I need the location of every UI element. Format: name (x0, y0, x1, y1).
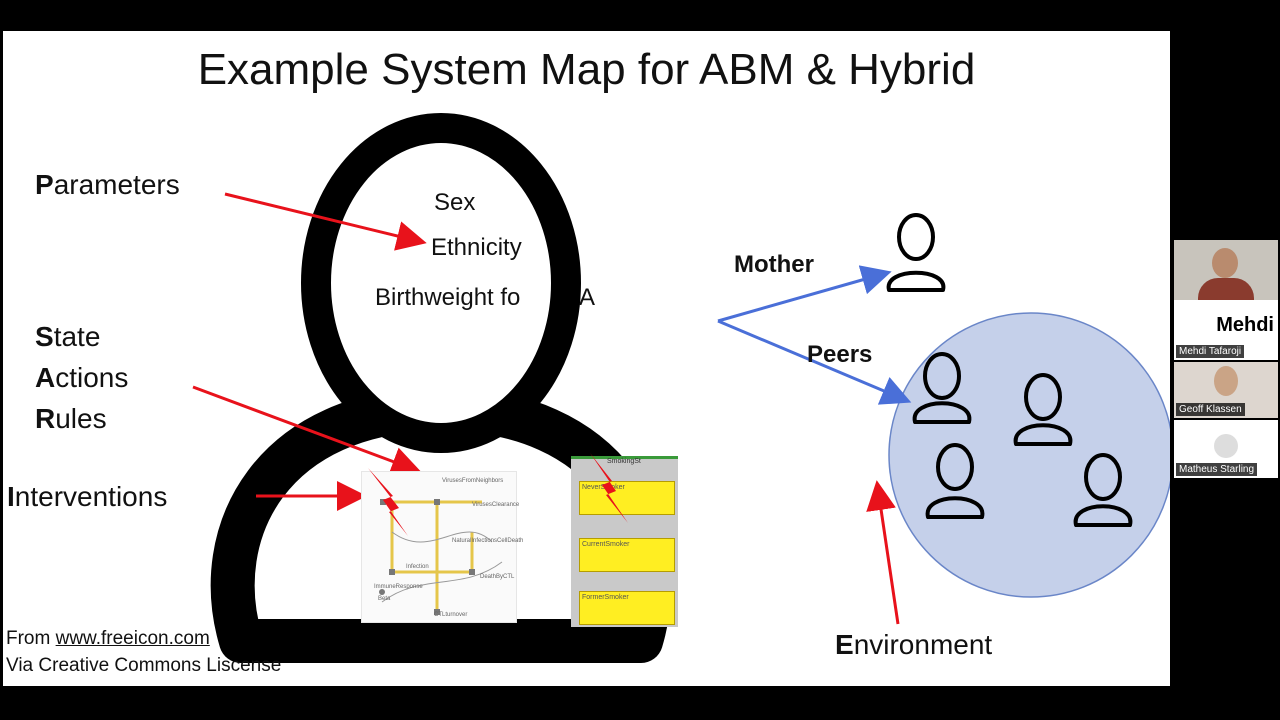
peers-link-arrow (717, 319, 912, 405)
diagram-label: Beta (378, 596, 391, 602)
label-state: State (35, 321, 101, 352)
participant-name: Geoff Klassen (1176, 403, 1245, 416)
participant-display-label: Mehdi (1216, 314, 1274, 336)
participant-face-icon (1212, 248, 1238, 278)
label-peers: Peers (807, 341, 873, 368)
slide-title: Example System Map for ABM & Hybrid (197, 45, 976, 94)
participant-name: Matheus Starling (1176, 463, 1258, 476)
state-current-smoker: CurrentSmoker (579, 538, 675, 572)
diagram-label: VirusesClearance (472, 502, 520, 508)
parameters-arrow (224, 192, 427, 251)
model-diagram-image: VirusesFromNeighbors VirusesClearance In… (361, 471, 523, 623)
parameter-birthweight: Birthweight fo (375, 284, 521, 311)
label-actions: Actions (35, 362, 129, 393)
participant-face-icon (1214, 366, 1238, 396)
peer-person-icon (925, 443, 985, 519)
model-diagram-graphic (379, 499, 503, 615)
environment-circle (888, 312, 1170, 598)
label-rules: Rules (35, 403, 107, 434)
diagram-label: CTLturnover (434, 612, 468, 618)
parameter-sex: Sex (434, 189, 476, 216)
peer-person-icon (1013, 373, 1073, 446)
presentation-slide: Example System Map for ABM & Hybrid Para… (3, 31, 1170, 686)
participant-shirt-icon (1198, 278, 1254, 300)
parameter-birthweight-tail: A (579, 284, 596, 311)
lightning-bolt-icon (368, 468, 408, 536)
state-never-smoker: NeverSmoker (579, 481, 675, 515)
participant-tile-geoff[interactable]: Geoff Klassen (1174, 362, 1278, 418)
diagram-label: Infection (406, 564, 429, 570)
peer-person-icon (1073, 453, 1133, 527)
freeicon-link[interactable]: www.freeicon.com (55, 628, 210, 649)
parameter-ethnicity: Ethnicity (431, 234, 522, 261)
diagram-label: ImmuneResponse (374, 584, 423, 590)
participant-avatar-icon (1214, 434, 1238, 458)
participant-video-feed (1174, 240, 1278, 300)
state-chart-image: SmokingSt NeverSmoker CurrentSmoker Form… (571, 456, 678, 627)
diagram-label: NaturalInfectionsCellDeath (452, 538, 524, 544)
person-head-icon (301, 113, 581, 453)
participant-name: Mehdi Tafaroji (1176, 345, 1245, 358)
credit-source: From www.freeicon.com (6, 628, 210, 649)
diagram-label: VirusesFromNeighbors (442, 478, 504, 484)
peer-person-icon (912, 352, 972, 424)
label-parameters: Parameters (35, 169, 180, 200)
participant-tile-matheus[interactable]: Matheus Starling (1174, 420, 1278, 478)
lightning-bolt-icon (590, 453, 628, 523)
participant-video-strip: Mehdi Mehdi Tafaroji Geoff Klassen Mathe… (1172, 240, 1280, 480)
mother-link-arrow (717, 265, 892, 323)
mother-person-icon (886, 213, 946, 292)
participant-tile-mehdi[interactable]: Mehdi Mehdi Tafaroji (1174, 240, 1278, 360)
label-mother: Mother (734, 251, 814, 278)
label-interventions: Interventions (7, 481, 168, 512)
environment-arrow (866, 480, 900, 625)
credit-license: Via Creative Commons Liscense (6, 655, 282, 676)
state-actions-rules-arrow (192, 385, 422, 476)
label-environment: Environment (835, 629, 993, 660)
diagram-label: DeathByCTL (480, 574, 515, 580)
state-chart-header: SmokingSt (607, 458, 641, 465)
state-former-smoker: FormerSmoker (579, 591, 675, 625)
